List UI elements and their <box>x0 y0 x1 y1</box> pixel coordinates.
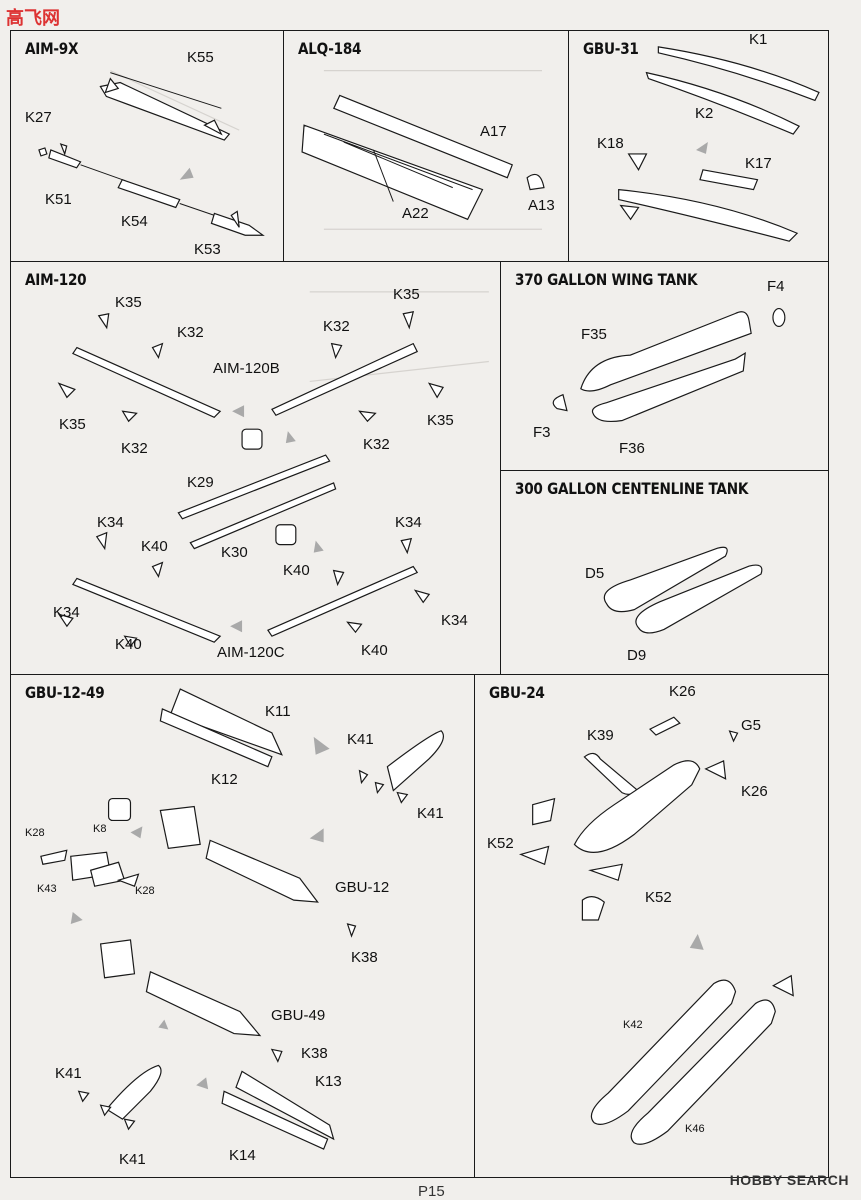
label-k32-a: K32 <box>177 324 204 341</box>
wing-tank-drawing <box>552 307 786 423</box>
label-k32-c: K32 <box>323 318 350 335</box>
label-k12: K12 <box>211 771 238 788</box>
label-k41-c: K41 <box>55 1065 82 1082</box>
gbu31-title: GBU-31 <box>583 39 639 58</box>
aim120-drawing <box>57 291 489 648</box>
alq184-title: ALQ-184 <box>298 39 362 58</box>
label-f35: F35 <box>581 326 607 343</box>
label-d9: D9 <box>627 647 647 664</box>
label-k43: K43 <box>37 883 57 895</box>
label-k38-b: K38 <box>301 1045 328 1062</box>
label-k17: K17 <box>745 155 772 172</box>
label-k34-b: K34 <box>53 604 80 621</box>
gbu24-drawing <box>518 716 794 1145</box>
label-f3: F3 <box>533 424 551 441</box>
panel-aim120: AIM-120 K35 K32 K35 K32 AIM-120B K35 K32… <box>10 261 501 675</box>
label-k40-a: K40 <box>141 538 168 555</box>
label-k55: K55 <box>187 49 214 66</box>
label-k41-a: K41 <box>347 731 374 748</box>
panel-370-gallon-wing-tank: 370 GALLON WING TANK F4 F35 F3 F36 <box>500 261 829 471</box>
label-k35-d: K35 <box>427 412 454 429</box>
label-k51: K51 <box>45 191 72 208</box>
panel-gbu31: GBU-31 K1 K2 K18 K17 <box>568 30 829 262</box>
label-gbu12: GBU-12 <box>335 879 390 896</box>
label-k41-d: K41 <box>119 1151 146 1168</box>
label-k38-a: K38 <box>351 949 378 966</box>
label-k35-a: K35 <box>115 294 142 311</box>
label-k52-a: K52 <box>487 835 514 852</box>
aim9x-title: AIM-9X <box>25 39 79 58</box>
label-k28-b: K28 <box>135 885 155 897</box>
label-k34-c: K34 <box>395 514 422 531</box>
panel-gbu-12-49: GBU-12-49 K11 K12 K41 K41 K28 K8 K43 K28… <box>10 674 475 1178</box>
label-k32-b: K32 <box>121 440 148 457</box>
page-number: P15 <box>418 1183 445 1200</box>
label-k54: K54 <box>121 213 148 230</box>
label-k32-d: K32 <box>363 436 390 453</box>
label-k18: K18 <box>597 135 624 152</box>
label-d5: D5 <box>585 565 605 582</box>
label-k53: K53 <box>194 241 221 258</box>
gbu1249-title: GBU-12-49 <box>25 683 105 702</box>
watermark-logo-bottom-right: HOBBY SEARCH <box>729 1172 849 1188</box>
label-k30: K30 <box>221 544 248 561</box>
label-g5: G5 <box>741 717 762 734</box>
label-k26-a: K26 <box>669 683 696 700</box>
label-a13: A13 <box>528 197 555 214</box>
label-k28-a: K28 <box>25 827 45 839</box>
label-k35-c: K35 <box>393 286 420 303</box>
label-gbu49: GBU-49 <box>271 1007 326 1024</box>
label-k14: K14 <box>229 1147 256 1164</box>
label-k42: K42 <box>623 1019 643 1031</box>
gbu24-title: GBU-24 <box>489 683 545 702</box>
label-k2: K2 <box>695 105 714 122</box>
label-f4: F4 <box>767 278 785 295</box>
aim120-title: AIM-120 <box>25 270 87 289</box>
label-k1: K1 <box>749 31 768 48</box>
label-k39: K39 <box>587 727 614 744</box>
label-k40-b: K40 <box>115 636 142 653</box>
gbu1249-drawing <box>40 688 444 1150</box>
label-a17: A17 <box>480 123 507 140</box>
label-f36: F36 <box>619 440 645 457</box>
label-a22: A22 <box>402 205 429 222</box>
watermark-logo-top-left: 高飞网 <box>6 8 60 28</box>
label-k11: K11 <box>265 703 291 720</box>
wing-tank-title: 370 GALLON WING TANK <box>515 270 698 289</box>
panel-aim9x: AIM-9X K55 K27 K51 K54 K53 <box>10 30 284 262</box>
label-k35-b: K35 <box>59 416 86 433</box>
label-k13: K13 <box>315 1073 342 1090</box>
label-k40-c: K40 <box>283 562 310 579</box>
label-aim120b: AIM-120B <box>213 360 280 377</box>
label-k40-d: K40 <box>361 642 388 659</box>
label-k34-a: K34 <box>97 514 124 531</box>
aim9x-drawing <box>38 70 265 236</box>
label-aim120c: AIM-120C <box>217 644 285 661</box>
panel-gbu24: GBU-24 K26 G5 K39 K26 K52 K52 K42 K46 <box>474 674 829 1178</box>
label-k52-b: K52 <box>645 889 672 906</box>
panel-300-gallon-centerline-tank: 300 GALLON CENTENLINE TANK D5 D9 <box>500 470 829 675</box>
alq184-drawing <box>301 70 545 230</box>
label-k26-b: K26 <box>741 783 768 800</box>
panel-alq184: ALQ-184 A17 A22 A13 <box>283 30 569 262</box>
label-k41-b: K41 <box>417 805 444 822</box>
label-k8: K8 <box>93 823 107 835</box>
gbu31-drawing <box>618 46 820 242</box>
label-k27: K27 <box>25 109 52 126</box>
centerline-tank-title: 300 GALLON CENTENLINE TANK <box>515 479 749 498</box>
label-k29: K29 <box>187 474 214 491</box>
label-k34-d: K34 <box>441 612 468 629</box>
centerline-tank-drawing <box>603 546 763 634</box>
label-k46: K46 <box>685 1123 705 1135</box>
